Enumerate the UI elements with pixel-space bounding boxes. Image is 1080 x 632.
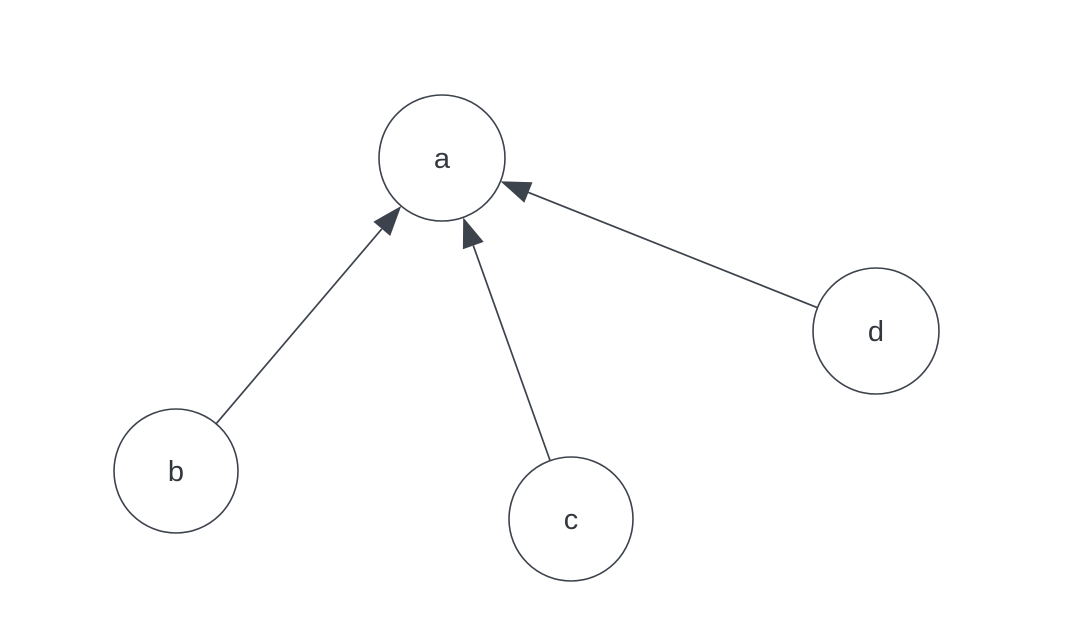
node-circle-a [378, 94, 506, 222]
arrowhead-d-to-a [500, 181, 533, 203]
edge-c-to-a[interactable] [462, 217, 551, 461]
node-label-d: d [868, 316, 884, 348]
edge-line-d-to-a [528, 191, 818, 309]
edge-line-b-to-a [215, 228, 383, 425]
nodes-layer: a b c d [113, 94, 940, 582]
node-label-b: b [168, 456, 184, 488]
node-b[interactable]: b [113, 408, 239, 534]
node-label-c: c [564, 504, 579, 536]
node-c[interactable]: c [508, 456, 634, 582]
node-label-a: a [434, 143, 451, 175]
node-circle-d [812, 267, 940, 395]
edge-line-c-to-a [472, 245, 551, 461]
node-circle-c [508, 456, 634, 582]
edges-layer [215, 181, 818, 461]
edge-d-to-a[interactable] [500, 181, 818, 309]
edge-b-to-a[interactable] [215, 206, 402, 425]
arrowhead-b-to-a [373, 206, 402, 236]
node-d[interactable]: d [812, 267, 940, 395]
arrowhead-c-to-a [462, 217, 484, 250]
node-circle-b [113, 408, 239, 534]
node-a[interactable]: a [378, 94, 506, 222]
